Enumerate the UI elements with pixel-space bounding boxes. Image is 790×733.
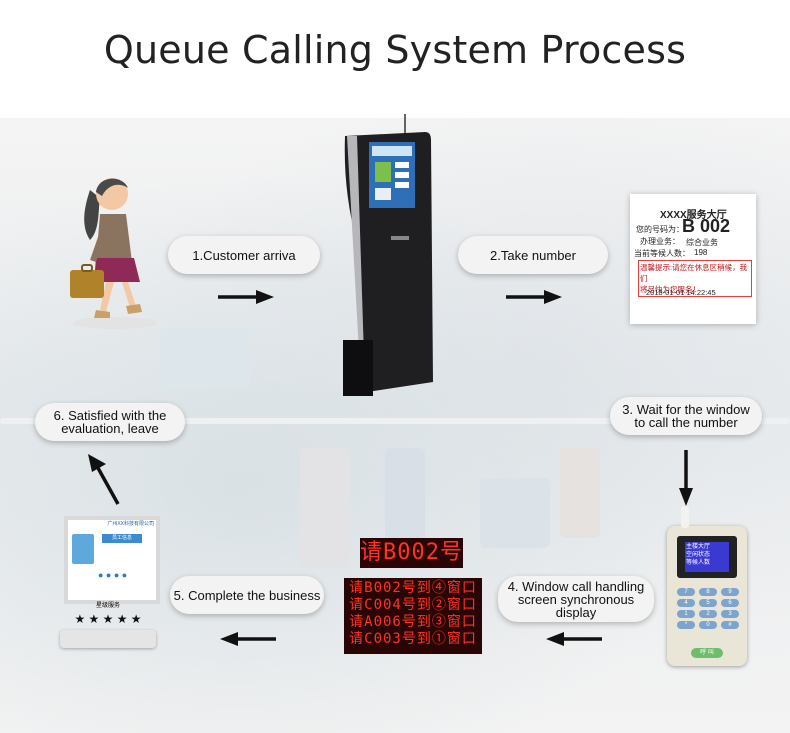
led-row: 请A006号到③窗口	[349, 614, 477, 630]
arrow-left-icon	[220, 632, 276, 646]
evaluator-screen: 广州XX科技有限公司 员工信息 ● ● ● ●	[64, 516, 160, 604]
bg-panel	[300, 448, 350, 568]
evaluator-smiley-row: ● ● ● ●	[98, 570, 128, 580]
caller-call-key: 呼 叫	[691, 648, 723, 658]
ticket-business: 综合业务	[686, 238, 718, 247]
bg-panel	[160, 328, 250, 388]
key: 3	[721, 610, 739, 618]
wireless-caller: 主楼大厅 空闲状态 等候人数 7 8 9 4 5 6 1 2 3 * 0 # 呼…	[667, 506, 747, 666]
step-6-label: 6. Satisfied with the evaluation, leave	[35, 403, 185, 441]
led-row: 请C004号到②窗口	[349, 597, 477, 613]
key: 7	[677, 588, 695, 596]
step-3-label: 3. Wait for the window to call the numbe…	[610, 397, 762, 435]
evaluation-terminal: 广州XX科技有限公司 员工信息 ● ● ● ● 星级服务 ★ ★ ★ ★ ★	[58, 512, 160, 652]
evaluator-name-tag: 员工信息	[102, 534, 142, 543]
led-row: 请C003号到①窗口	[349, 631, 477, 647]
step-5-label: 5. Complete the business	[170, 576, 324, 614]
key: 8	[699, 588, 717, 596]
led-single-display: 请B002号	[360, 538, 463, 568]
arrow-down-icon	[679, 450, 693, 506]
arrow-up-left-icon	[88, 454, 120, 505]
caller-screen-frame: 主楼大厅 空闲状态 等候人数	[677, 536, 737, 578]
key: 5	[699, 599, 717, 607]
page-title: Queue Calling System Process	[103, 28, 687, 72]
step-4-label: 4. Window call handling screen synchrono…	[498, 576, 654, 622]
ticket-printout: XXXX服务大厅 您的号码为： B 002 办理业务： 综合业务 当前等候人数：…	[630, 194, 756, 324]
caller-keypad: 7 8 9 4 5 6 1 2 3 * 0 #	[677, 588, 739, 629]
caller-screen: 主楼大厅 空闲状态 等候人数	[685, 542, 729, 572]
ticket-number-label: 您的号码为：	[636, 225, 684, 234]
ticket-number: B 002	[682, 216, 731, 236]
bg-panel	[0, 418, 790, 424]
step-1-label: 1.Customer arriva	[168, 236, 320, 274]
key: 0	[699, 621, 717, 629]
bg-panel	[385, 448, 425, 548]
ticket-hall: XXXX服务大厅	[660, 210, 727, 221]
key: *	[677, 621, 695, 629]
arrow-right-icon	[218, 290, 274, 304]
evaluator-footer: 星级服务	[95, 603, 120, 609]
evaluator-stars: ★ ★ ★ ★ ★	[74, 612, 142, 626]
customer-figure	[70, 178, 157, 329]
bg-panel	[560, 448, 600, 538]
arrow-right-icon	[506, 290, 562, 304]
ticket-datetime: 2018-01-01 14:22:45	[646, 288, 716, 297]
caller-antenna	[681, 506, 689, 528]
arrow-left-icon	[546, 632, 602, 646]
ticket-kiosk	[343, 114, 433, 396]
led-window-display: 请B002号到④窗口 请C004号到②窗口 请A006号到③窗口 请C003号到…	[344, 578, 482, 654]
key: 9	[721, 588, 739, 596]
step-2-label: 2.Take number	[458, 236, 608, 274]
ticket-waiting-label: 当前等候人数：	[634, 249, 690, 258]
led-row: 请B002号到④窗口	[349, 580, 477, 596]
ticket-business-label: 办理业务：	[640, 237, 680, 246]
evaluator-photo	[72, 534, 94, 564]
evaluator-base	[60, 630, 156, 648]
bg-panel	[480, 478, 550, 548]
evaluator-header: 广州XX科技有限公司	[107, 521, 154, 527]
key: 1	[677, 610, 695, 618]
ticket-notice: 温馨提示:请您在休息区稍候，我们 将尽快为您服务！	[638, 260, 752, 297]
key: #	[721, 621, 739, 629]
ticket-waiting: 198	[694, 248, 708, 257]
key: 6	[721, 599, 739, 607]
key: 4	[677, 599, 695, 607]
key: 2	[699, 610, 717, 618]
